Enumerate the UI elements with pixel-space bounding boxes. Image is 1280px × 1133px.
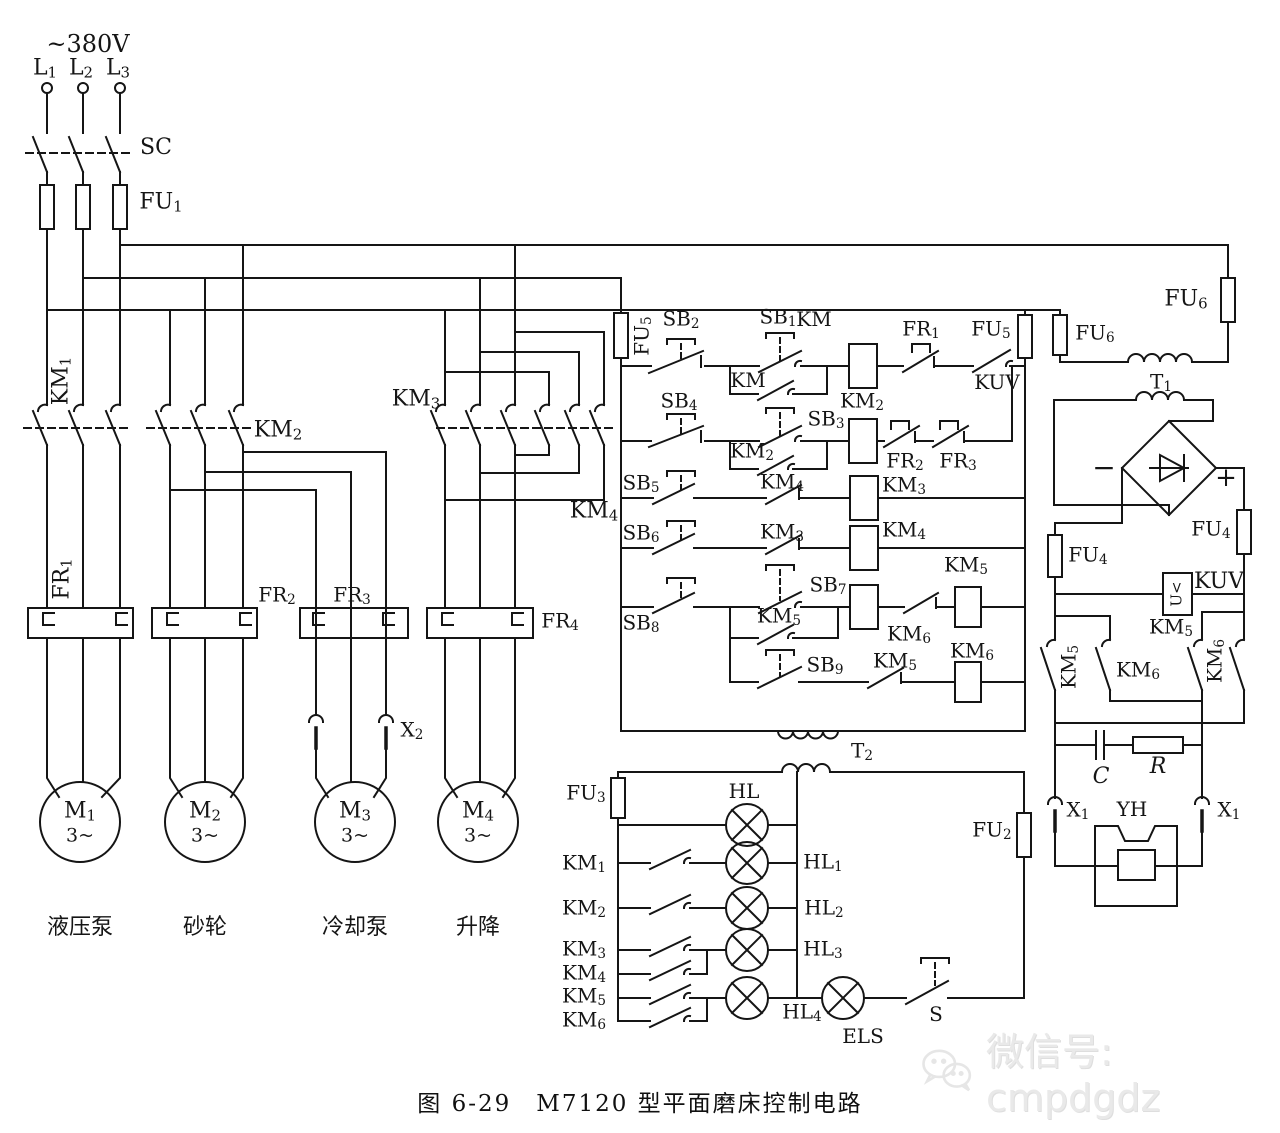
motor-m3: [314, 781, 396, 863]
kuv-relay-coil: [1054, 572, 1245, 616]
fu1-fuses: [39, 184, 128, 406]
motor-m4: [437, 781, 519, 863]
figure-caption: 图 6-29 M7120 型平面磨床控制电路: [417, 1091, 863, 1117]
rectifier-bridge: [1120, 419, 1218, 517]
fu4-fuses: [1047, 467, 1252, 595]
fr4-relay: [426, 607, 534, 799]
km3-km4-contactors: [429, 244, 613, 609]
fu3-fuse: [610, 771, 626, 1022]
control-left-bus: [613, 277, 629, 732]
watermark-text: 微信号: cmpdgdz: [985, 1029, 1161, 1120]
control-row1-km: [620, 332, 1026, 442]
phase-buses: [46, 244, 1229, 311]
sc-switch: [25, 135, 133, 186]
x2-connector: [307, 714, 395, 799]
lamp-row-hl2: [617, 886, 798, 930]
yh-chuck: [1054, 825, 1203, 907]
control-row6-km6: [729, 606, 1026, 703]
lamp-row-hl4-els: [617, 957, 1025, 1029]
lamp-row-hl3: [617, 928, 798, 982]
lamp-row-hl1: [617, 841, 798, 885]
watermark: 微信号: cmpdgdz: [920, 1030, 1260, 1120]
control-row5-km5: [620, 564, 1026, 646]
fr1-relay: [27, 607, 134, 799]
lamp-row-hl: [617, 803, 798, 847]
fu6-fuses: [1052, 244, 1236, 363]
fu2-fuse: [1016, 771, 1032, 999]
km1-contactor: [23, 403, 131, 609]
rc-network: [1054, 722, 1245, 760]
motor-m1: [39, 781, 121, 863]
fr2-relay: [151, 607, 258, 799]
control-row3-km3: [620, 470, 1026, 521]
control-right-bus: [1017, 309, 1033, 732]
power-terminals: [41, 82, 126, 134]
control-row4-km4: [620, 520, 1026, 571]
fr3-relay: [299, 451, 409, 783]
t2-transformer: [617, 729, 1025, 774]
chuck-contacts: [1039, 593, 1246, 799]
motor-m2: [164, 781, 246, 863]
control-row2-km2: [620, 407, 1013, 477]
t1-transformer: [1053, 353, 1214, 516]
wechat-icon: [922, 1049, 972, 1092]
km2-contactor: [146, 244, 387, 609]
x1-connectors: [1046, 796, 1211, 867]
